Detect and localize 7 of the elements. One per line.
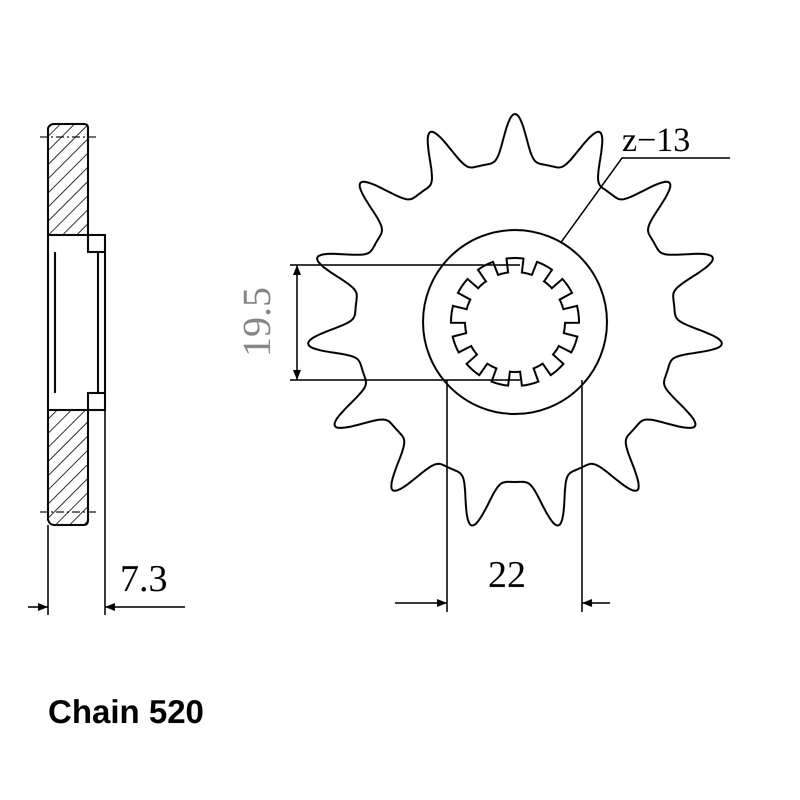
leader-line: [560, 157, 730, 243]
callout-text: z−13: [622, 124, 690, 158]
dimension-label: 7.3: [120, 560, 168, 598]
hub-circle: [422, 229, 608, 415]
dimension-label: 19.5: [237, 287, 277, 357]
chain-size-text: Chain 520: [48, 695, 204, 728]
dimension-label: 22: [488, 556, 526, 594]
